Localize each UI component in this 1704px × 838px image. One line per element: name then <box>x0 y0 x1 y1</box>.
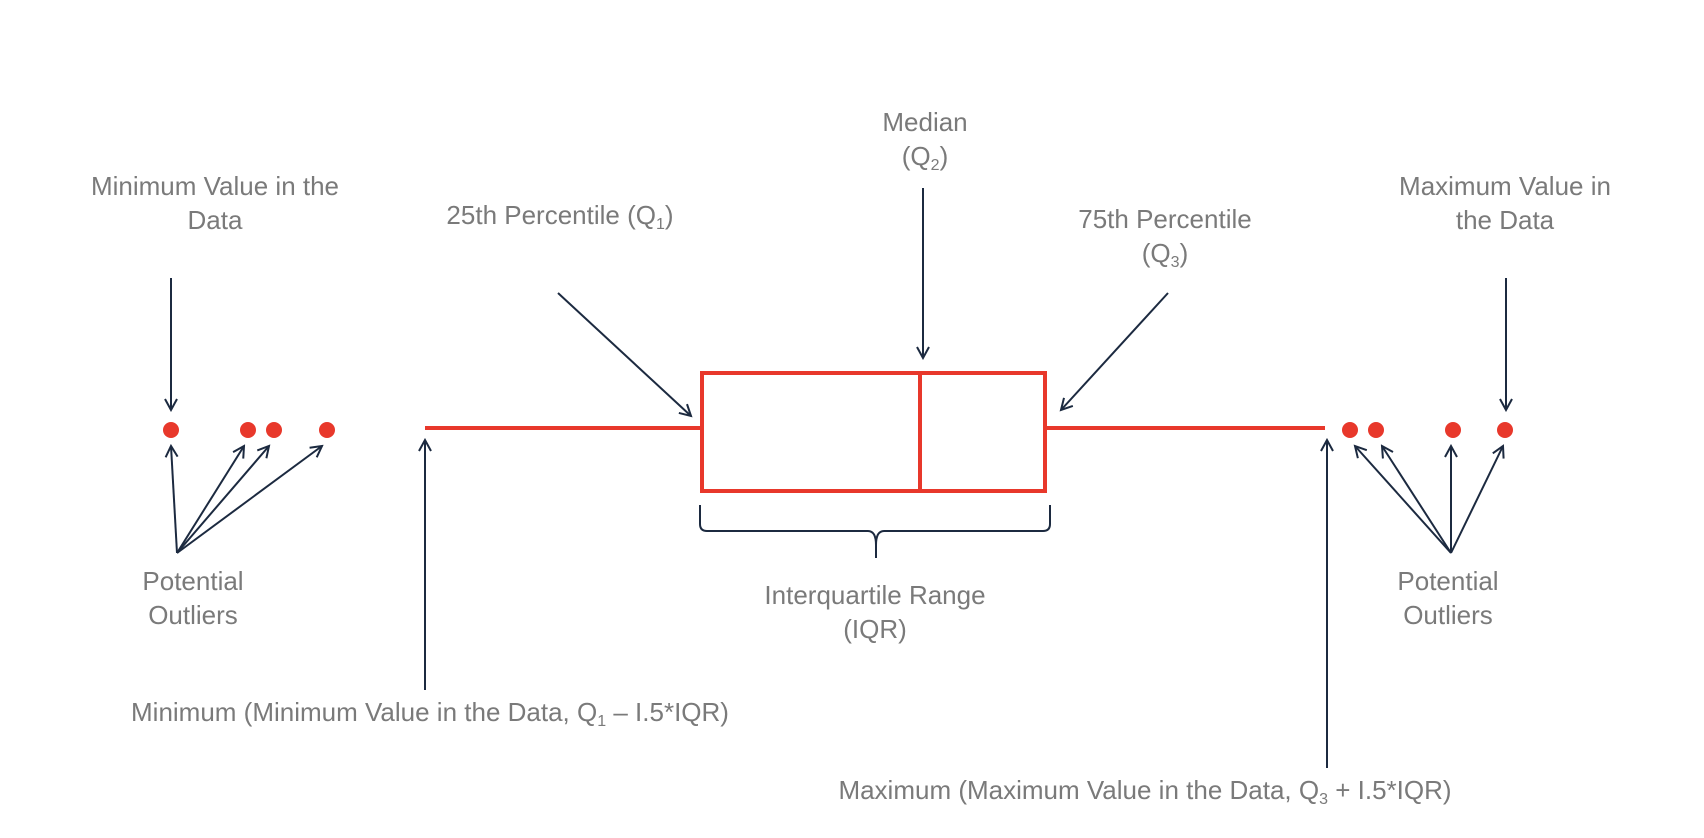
q3-label-open: (Q <box>1141 238 1171 268</box>
minimum-formula-text: Minimum (Minimum Value in the Data, Q <box>131 697 598 727</box>
maximum-formula-label: Maximum (Maximum Value in the Data, Q3 +… <box>795 773 1495 808</box>
median-label-subscript: 2 <box>930 157 940 174</box>
outlier-arrow-right-2 <box>1382 446 1452 554</box>
q3-label: 75th Percentile (Q3) <box>1040 202 1290 271</box>
maximum-formula-rest: + I.5*IQR) <box>1328 775 1452 805</box>
outlier-arrow-right-4 <box>1450 446 1503 554</box>
outlier-point <box>266 422 282 438</box>
median-label: Median (Q2) <box>830 105 1020 174</box>
minimum-value-label-line2: Data <box>187 205 243 235</box>
minimum-formula-subscript: 1 <box>597 713 607 730</box>
q3-label-line2: (Q3) <box>1040 236 1290 271</box>
minimum-formula-label: Minimum (Minimum Value in the Data, Q1 –… <box>80 695 780 730</box>
iqr-label: Interquartile Range (IQR) <box>720 578 1030 646</box>
outlier-point <box>1342 422 1358 438</box>
outlier-point <box>1368 422 1384 438</box>
q1-label: 25th Percentile (Q1) <box>400 198 720 233</box>
outliers-right-label: Potential Outliers <box>1358 564 1538 632</box>
q3-label-line1: 75th Percentile <box>1078 204 1252 234</box>
outliers-left-label-line1: Potential <box>142 566 244 596</box>
iqr-label-line1: Interquartile Range <box>764 580 986 610</box>
outliers-left-label-line2: Outliers <box>148 600 238 630</box>
median-label-close: ) <box>939 141 949 171</box>
outlier-arrow-left-3 <box>176 446 269 554</box>
q3-arrow <box>1061 292 1169 410</box>
q1-arrow <box>557 292 691 416</box>
median-label-open: (Q <box>901 141 931 171</box>
maximum-value-label-line1: Maximum Value in <box>1399 171 1611 201</box>
iqr-brace <box>699 505 1051 558</box>
minimum-value-label: Minimum Value in the Data <box>40 169 390 237</box>
outliers-left-label: Potential Outliers <box>103 564 283 632</box>
outlier-point <box>240 422 256 438</box>
outlier-point <box>1445 422 1461 438</box>
maximum-formula-subscript: 3 <box>1319 791 1329 808</box>
outlier-arrow-right-1 <box>1355 446 1452 554</box>
maximum-value-label: Maximum Value in the Data <box>1345 169 1665 237</box>
iqr-box <box>700 371 1047 493</box>
q1-label-subscript: 1 <box>655 216 665 233</box>
maximum-value-label-line2: the Data <box>1455 205 1555 235</box>
outlier-point <box>1497 422 1513 438</box>
outliers-right-label-line1: Potential <box>1397 566 1499 596</box>
median-label-line1: Median <box>882 107 968 137</box>
q1-label-text: 25th Percentile (Q <box>446 200 656 230</box>
maximum-formula-text: Maximum (Maximum Value in the Data, Q <box>838 775 1320 805</box>
minimum-value-label-line1: Minimum Value in the <box>90 171 340 201</box>
outlier-point <box>319 422 335 438</box>
outlier-arrow-left-1 <box>171 446 177 554</box>
outlier-point <box>163 422 179 438</box>
outliers-right-label-line2: Outliers <box>1403 600 1493 630</box>
q1-label-close: ) <box>664 200 674 230</box>
q3-label-close: ) <box>1179 238 1189 268</box>
q3-label-subscript: 3 <box>1170 254 1180 271</box>
median-label-line2: (Q2) <box>830 139 1020 174</box>
outlier-arrow-left-4 <box>176 446 322 554</box>
minimum-formula-rest: – I.5*IQR) <box>606 697 729 727</box>
outlier-arrow-left-2 <box>176 446 244 554</box>
iqr-label-line2: (IQR) <box>843 614 907 644</box>
